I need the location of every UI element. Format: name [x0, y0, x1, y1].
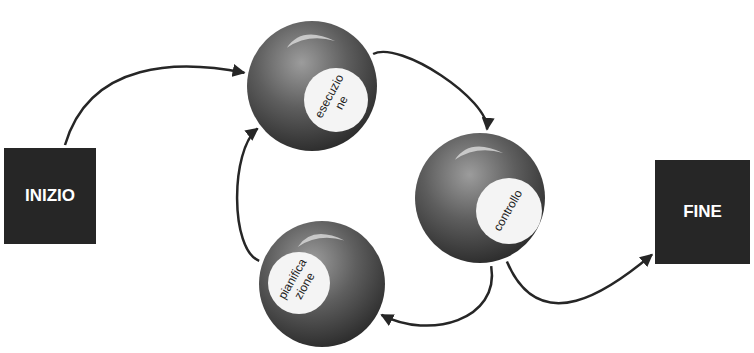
- sphere-body: [415, 133, 545, 263]
- phase-label: pianifica zione: [274, 253, 325, 314]
- label-disc: pianifica zione: [268, 252, 330, 314]
- cycle-arrow: [373, 52, 487, 129]
- cycle-arrow: [237, 129, 259, 261]
- phase-label: esecuzio ne: [311, 70, 361, 131]
- label-rotator: controllo: [492, 188, 527, 234]
- sphere-body: [259, 221, 385, 347]
- terminal-box: INIZIO: [4, 148, 96, 244]
- cycle-sphere: controllo: [414, 132, 546, 264]
- cycle-arrow: [382, 266, 492, 325]
- cycle-arrow: [507, 255, 652, 304]
- cycle-arrow: [65, 67, 244, 145]
- phase-label: controllo: [492, 188, 527, 234]
- cycle-sphere: esecuzio ne: [246, 20, 378, 152]
- label-rotator: pianifica zione: [274, 253, 325, 314]
- sphere-highlight: [298, 234, 345, 247]
- label-rotator: esecuzio ne: [311, 70, 361, 131]
- terminal-box: FINE: [655, 160, 750, 264]
- sphere-highlight: [287, 35, 335, 48]
- sphere-highlight: [455, 147, 503, 160]
- terminal-label: INIZIO: [25, 186, 75, 206]
- terminal-label: FINE: [683, 202, 722, 222]
- label-disc: esecuzio ne: [304, 68, 368, 132]
- cycle-sphere: pianifica zione: [258, 220, 386, 348]
- label-disc: controllo: [476, 178, 542, 244]
- sphere-body: [247, 21, 377, 151]
